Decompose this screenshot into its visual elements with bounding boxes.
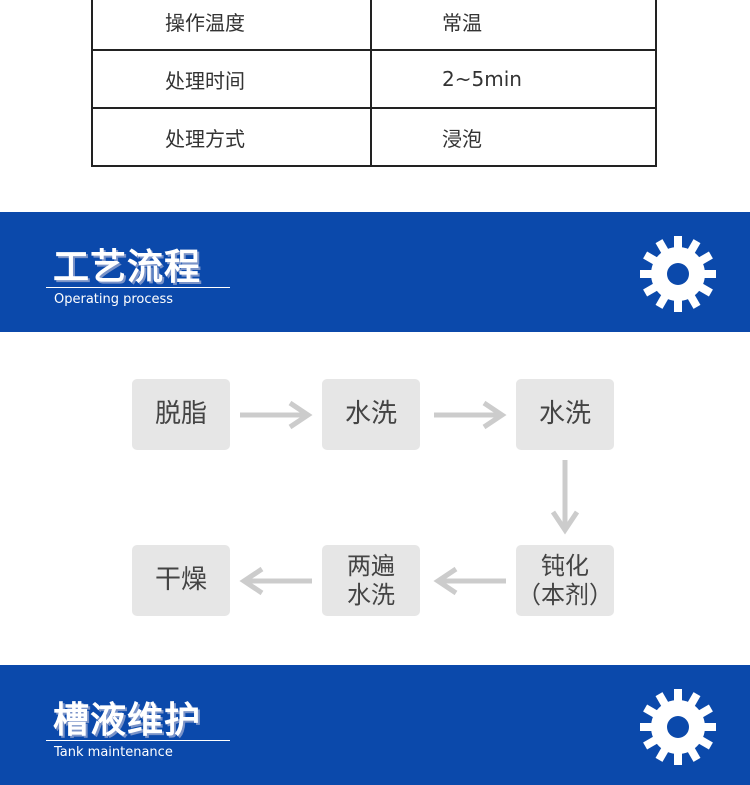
section-subtitle: Operating process <box>54 292 174 307</box>
spec-label: 操作温度 <box>91 0 372 51</box>
spec-label: 处理时间 <box>91 49 372 109</box>
arrow-right-icon <box>434 400 507 430</box>
flow-step: 脱脂 <box>132 379 230 450</box>
arrow-left-icon <box>433 566 506 596</box>
flow-step: 水洗 <box>516 379 614 450</box>
spec-value: 浸泡 <box>370 107 657 167</box>
arrow-right-icon <box>240 400 313 430</box>
spec-label: 处理方式 <box>91 107 372 167</box>
section-subtitle: Tank maintenance <box>54 745 173 760</box>
section-header-maintenance: 槽液维护 Tank maintenance <box>0 665 750 785</box>
spec-value: 常温 <box>370 0 657 51</box>
gear-icon <box>640 689 716 765</box>
flow-step: 两遍 水洗 <box>322 545 420 616</box>
flow-step: 干燥 <box>132 545 230 616</box>
divider <box>46 740 230 741</box>
section-title: 槽液维护 <box>53 700 202 741</box>
spec-value: 2~5min <box>370 49 657 109</box>
table-row: 操作温度常温 <box>91 0 657 51</box>
arrow-left-icon <box>239 566 312 596</box>
gear-icon <box>640 236 716 312</box>
section-header-process: 工艺流程 Operating process <box>0 212 750 332</box>
arrow-down-icon <box>550 460 580 535</box>
flow-step: 水洗 <box>322 379 420 450</box>
divider <box>46 287 230 288</box>
flow-step: 钝化 （本剂） <box>516 545 614 616</box>
table-row: 处理方式浸泡 <box>91 107 657 167</box>
section-title: 工艺流程 <box>53 247 202 288</box>
